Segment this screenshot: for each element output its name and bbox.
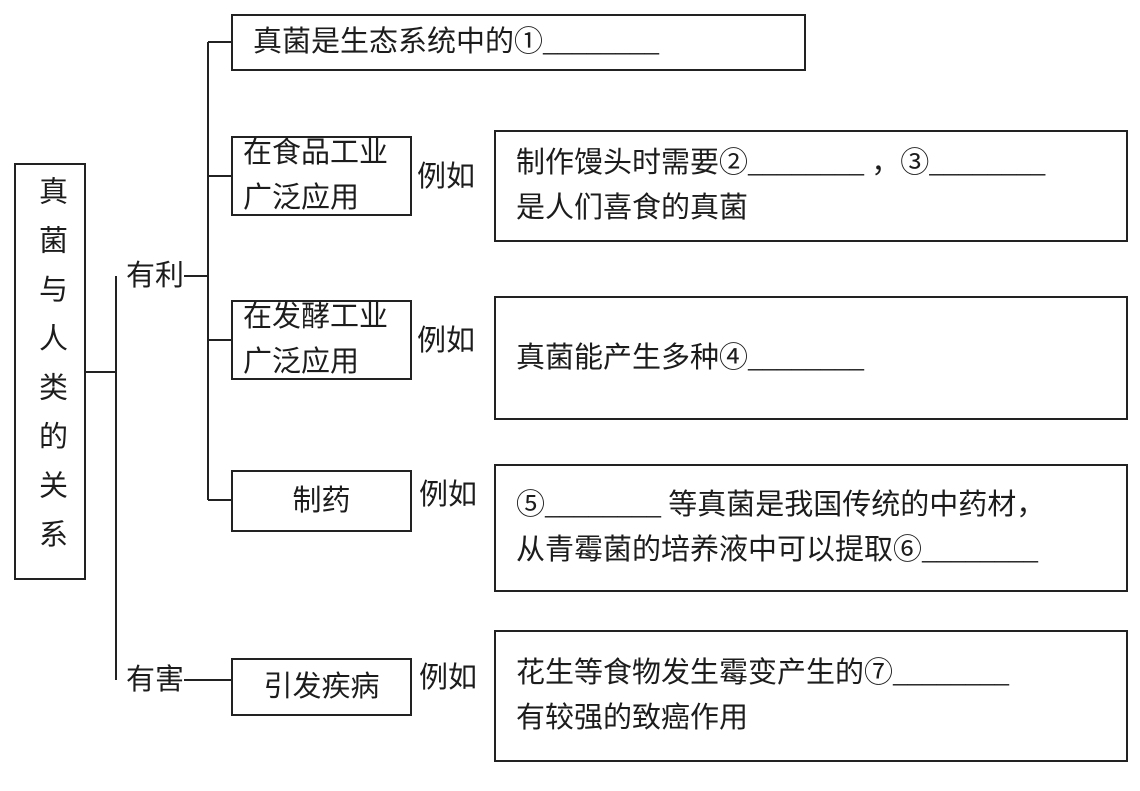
node-ferment-example: 真菌能产生多种④________: [494, 296, 1128, 420]
example-label: 例如: [417, 160, 476, 194]
node-food-industry-line2: 广泛应用: [243, 182, 360, 214]
node-pharma-example-line2: 从青霉菌的培养液中可以提取⑥________: [516, 534, 1039, 566]
node-food-example-line2: 是人们喜食的真菌: [516, 192, 749, 224]
node-ecosystem-text: 真菌是生态系统中的①________: [253, 26, 660, 59]
example-label: 例如: [417, 324, 476, 358]
node-food-industry: 在食品工业 广泛应用: [231, 136, 412, 216]
node-disease-example-line2: 有较强的致癌作用: [516, 702, 749, 734]
node-pharma: 制药: [231, 470, 412, 532]
node-pharma-label: 制药: [292, 484, 351, 517]
branch-harmful-label: 有害: [126, 663, 185, 697]
node-food-example-line1: 制作馒头时需要②________ ，③________: [516, 147, 1046, 180]
node-disease-label: 引发疾病: [263, 670, 380, 703]
branch-beneficial-label: 有利: [126, 259, 185, 293]
example-label: 例如: [419, 661, 478, 695]
node-ferment-industry-line1: 在发酵工业: [243, 301, 389, 334]
node-pharma-example: ⑤________ 等真菌是我国传统的中药材， 从青霉菌的培养液中可以提取⑥__…: [494, 464, 1128, 592]
node-ferment-industry-line2: 广泛应用: [243, 346, 360, 378]
node-food-industry-line1: 在食品工业: [243, 137, 389, 170]
node-ferment-industry: 在发酵工业 广泛应用: [231, 300, 412, 380]
node-disease: 引发疾病: [231, 658, 412, 716]
node-pharma-example-line1: ⑤________ 等真菌是我国传统的中药材，: [516, 489, 1046, 522]
node-disease-example-line1: 花生等食物发生霉变产生的⑦________: [516, 657, 1010, 690]
node-ecosystem: 真菌是生态系统中的①________: [231, 14, 806, 71]
example-label: 例如: [419, 478, 478, 512]
root-node-label: 真菌与人类的关系: [34, 175, 67, 568]
node-food-example: 制作馒头时需要②________ ，③________ 是人们喜食的真菌: [494, 130, 1128, 242]
node-ferment-example-text: 真菌能产生多种④________: [516, 341, 865, 374]
root-node: 真菌与人类的关系: [14, 163, 86, 580]
node-disease-example: 花生等食物发生霉变产生的⑦________ 有较强的致癌作用: [494, 630, 1128, 762]
